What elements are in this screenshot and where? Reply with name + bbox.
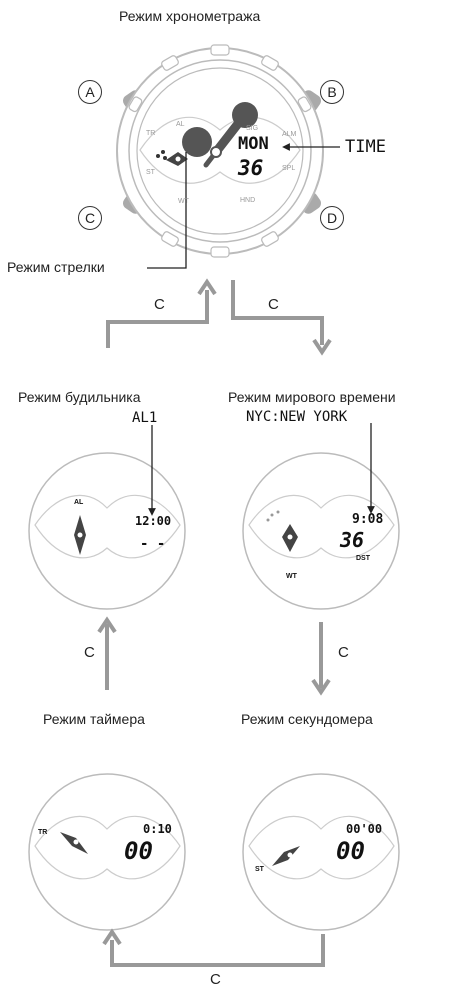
bezel-lugs: [128, 44, 312, 258]
bezel-mark-al: AL: [176, 121, 185, 128]
dial-subdial-outline: [139, 116, 301, 184]
alarm-indicator-al: AL: [74, 499, 84, 506]
bezel-mark-hnd: HND: [240, 197, 256, 204]
time-callout-label: TIME: [345, 137, 386, 157]
minute-hand-tip: [232, 102, 258, 128]
timer-mode-title: Режим таймера: [43, 711, 145, 727]
main-mode-title: Режим хронометража: [119, 8, 261, 24]
button-c-flow-label-4: C: [338, 644, 349, 661]
alarm-callout-label: AL1: [132, 410, 158, 426]
main-seconds-display: 36: [238, 156, 264, 180]
alarm-time-display: 12:00: [135, 514, 172, 528]
world-dst-indicator: DST: [356, 555, 370, 562]
timer-big-display: 00: [124, 837, 153, 865]
timer-indicator-tr: TR: [38, 829, 48, 836]
alarm-watch: [28, 425, 186, 610]
stopwatch-mode-title: Режим секундомера: [241, 711, 373, 727]
hand-mode-callout-line: [147, 152, 187, 269]
button-c-flow-label-3: C: [84, 644, 95, 661]
main-watch: [116, 44, 340, 269]
bezel-mark-st: ST: [146, 169, 155, 176]
alarm-mode-title: Режим будильника: [18, 389, 141, 405]
main-day-display: MON: [238, 134, 269, 154]
button-c-label[interactable]: C: [78, 206, 102, 230]
hand-mode-callout-label: Режим стрелки: [7, 259, 105, 275]
arrow-to-main: [106, 290, 209, 348]
timer-value-display: 0:10: [143, 822, 172, 836]
button-b-label[interactable]: B: [320, 80, 344, 104]
bezel-mark-spl: SPL: [282, 165, 296, 172]
bezel-mark-wt: WT: [178, 198, 189, 205]
arrow-to-world: [231, 280, 324, 345]
stopwatch-indicator-st: ST: [255, 866, 264, 873]
button-c-flow-label-5: C: [210, 971, 221, 988]
flow-arrows-top: [106, 278, 332, 356]
flow-arrows-middle: [97, 616, 331, 696]
button-a-label[interactable]: A: [78, 80, 102, 104]
button-d-label[interactable]: D: [320, 206, 344, 230]
world-mode-title: Режим мирового времени: [228, 389, 396, 405]
stopwatch-big-display: 00: [336, 837, 365, 865]
world-seconds-display: 36: [340, 528, 365, 552]
world-indicator-wt: WT: [286, 573, 297, 580]
stopwatch-watch: [242, 773, 400, 931]
button-c-flow-label-1: C: [154, 296, 165, 313]
bezel-mark-tr: TR: [146, 130, 156, 137]
mode-dots: [156, 150, 167, 160]
timer-watch: [28, 773, 186, 931]
alarm-lower-display: - -: [140, 536, 166, 552]
hour-hand: [182, 127, 212, 157]
world-callout-label: NYC:NEW YORK: [246, 409, 348, 425]
stopwatch-value-display: 00'00: [346, 822, 383, 836]
bezel-mark-sig: SIG: [246, 125, 259, 132]
world-watch: [242, 423, 400, 610]
button-c-flow-label-2: C: [268, 296, 279, 313]
stopwatch-mode-hand: [272, 846, 300, 866]
bezel-mark-alm: ALM: [282, 131, 297, 138]
hand-pin: [210, 146, 222, 158]
flow-arrow-bottom: [102, 928, 325, 967]
world-time-display: 9:08: [352, 512, 384, 527]
